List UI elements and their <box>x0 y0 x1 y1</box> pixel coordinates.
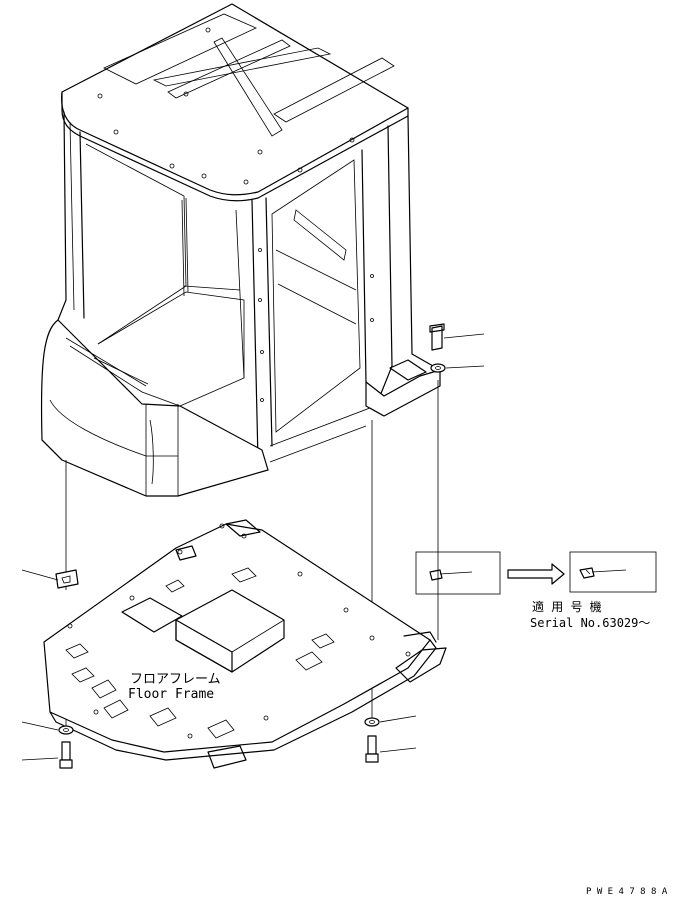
washer-bottom-right <box>364 717 380 727</box>
floor-frame-label-jp: フロアフレーム <box>130 672 221 687</box>
washer-bottom-left <box>58 725 74 735</box>
leader-lines <box>21 333 485 761</box>
washer-top-right <box>430 363 446 373</box>
bolt-top-right <box>429 323 445 351</box>
operator-cab <box>40 3 441 497</box>
bolt-bottom-left <box>59 741 73 769</box>
serial-detail-inset <box>415 551 657 595</box>
floor-frame-label-en: Floor Frame <box>128 687 214 702</box>
shim-plate-left <box>55 569 79 589</box>
floor-frame <box>43 519 447 769</box>
bolt-bottom-right <box>365 735 379 763</box>
drawing-code: P W E 4 7 8 8 A <box>586 887 668 897</box>
serial-label-en: Serial No.63029～ <box>530 616 650 630</box>
serial-label-jp: 適 用 号 機 <box>532 599 602 614</box>
